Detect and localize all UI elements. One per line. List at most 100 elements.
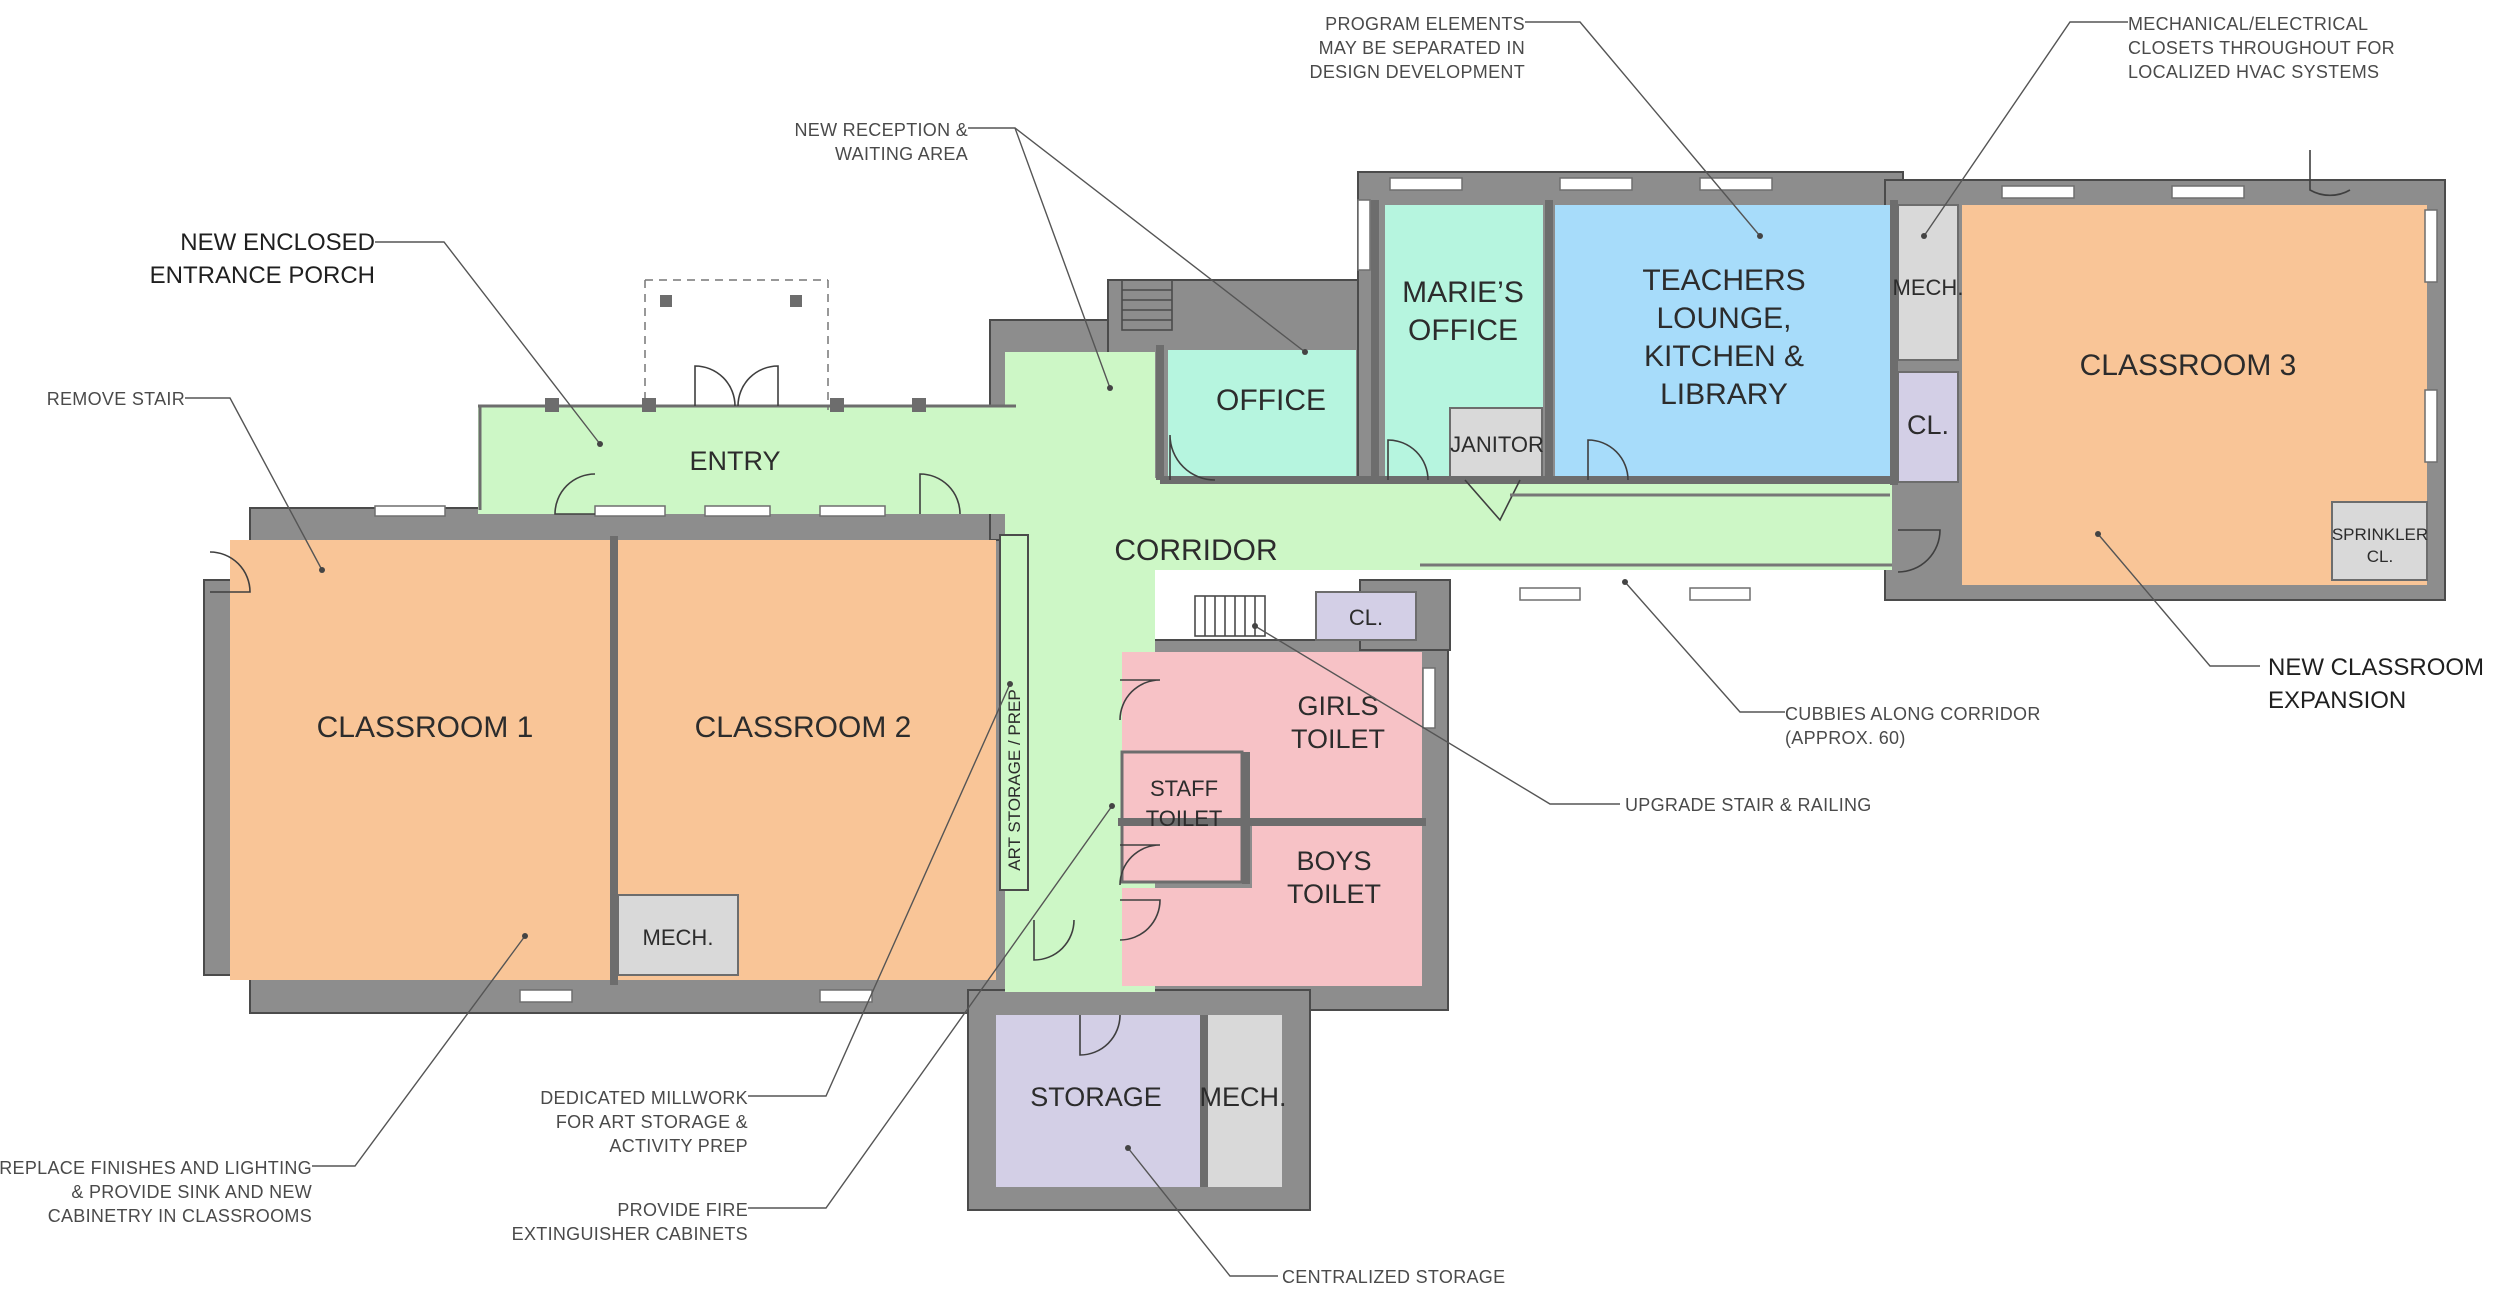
leader-finishes	[312, 935, 526, 1167]
maries-office-label-1: MARIE’S	[1402, 276, 1524, 309]
note-upgrade-stair: UPGRADE STAIR & RAILING	[1625, 795, 1872, 815]
porch-post	[790, 295, 802, 307]
window	[594, 505, 666, 517]
office-fill	[1168, 350, 1356, 480]
mech-classroom2-label: MECH.	[643, 925, 714, 950]
note-mech-2: CLOSETS THROUGHOUT FOR	[2128, 38, 2395, 58]
lounge-fill	[1555, 205, 1890, 480]
door-swing	[1119, 899, 1161, 941]
sprinkler-label-2: CL.	[2367, 547, 2393, 566]
note-finishes-3: CABINETRY IN CLASSROOMS	[48, 1206, 312, 1226]
art-storage-label: ART STORAGE / PREP	[1005, 689, 1024, 870]
annotations: PROGRAM ELEMENTS MAY BE SEPARATED IN DES…	[0, 14, 2484, 1287]
door-swing	[1169, 434, 1216, 481]
cl-top-label: CL.	[1907, 410, 1949, 440]
note-program-1: PROGRAM ELEMENTS	[1325, 14, 1525, 34]
leader-porch	[375, 241, 601, 445]
door-swing	[2309, 150, 2351, 197]
window	[2424, 209, 2438, 283]
leader-cubbies	[1624, 581, 1785, 713]
north-stair	[1121, 279, 1173, 331]
entry-fill	[478, 406, 1016, 514]
entry-label: ENTRY	[689, 446, 780, 476]
storage-label: STORAGE	[1030, 1082, 1162, 1112]
leader-expansion	[2097, 533, 2260, 667]
note-millwork-3: ACTIVITY PREP	[609, 1136, 748, 1156]
girls-toilet-label-2: TOILET	[1291, 724, 1385, 754]
interior-walls	[610, 200, 1898, 1187]
note-fire-1: PROVIDE FIRE	[617, 1200, 748, 1220]
art-storage-fill	[999, 534, 1029, 891]
windows	[374, 177, 2438, 1003]
window	[2424, 389, 2438, 463]
note-reception-2: WAITING AREA	[835, 144, 968, 164]
leader-central-storage	[1127, 1147, 1278, 1277]
janitor-label: JANITOR	[1450, 432, 1544, 457]
window	[819, 505, 886, 517]
boys-toilet-fill-2	[1122, 888, 1252, 986]
door-swing	[919, 473, 961, 515]
note-mech-3: LOCALIZED HVAC SYSTEMS	[2128, 62, 2379, 82]
boys-toilet-fill	[1252, 826, 1422, 986]
note-remove-stair: REMOVE STAIR	[47, 389, 185, 409]
door-swing	[1587, 439, 1629, 481]
lounge-label-2: LOUNGE,	[1656, 302, 1791, 335]
window	[704, 505, 771, 517]
note-finishes-1: REPLACE FINISHES AND LIGHTING	[0, 1158, 312, 1178]
note-porch-2: ENTRANCE PORCH	[150, 262, 375, 289]
cl-top-fill	[1897, 371, 1959, 483]
room-labels: CLASSROOM 1 CLASSROOM 2 CLASSROOM 3 ENTR…	[317, 264, 2429, 1112]
door-swing	[1033, 919, 1075, 961]
porch-outline	[478, 279, 1016, 510]
porch-post	[660, 295, 672, 307]
leader-upgrade-stair	[1254, 625, 1620, 805]
note-reception-1: NEW RECEPTION &	[794, 120, 968, 140]
office-label: OFFICE	[1216, 384, 1326, 417]
note-fire-2: EXTINGUISHER CABINETS	[512, 1224, 748, 1244]
door-swing	[1119, 679, 1161, 721]
leader-mech	[1923, 21, 2128, 237]
girls-toilet-label-1: GIRLS	[1297, 691, 1378, 721]
classroom1-label: CLASSROOM 1	[317, 711, 534, 744]
door-swing	[1119, 844, 1161, 886]
lounge-label-4: LIBRARY	[1660, 378, 1788, 411]
leader-reception-b	[1014, 127, 1306, 353]
note-program-3: DESIGN DEVELOPMENT	[1310, 62, 1525, 82]
leader-dots	[319, 233, 2101, 1151]
boys-toilet-label-2: TOILET	[1287, 879, 1381, 909]
lounge-label-1: TEACHERS	[1642, 264, 1805, 297]
leader-program	[1525, 21, 1761, 237]
window	[2171, 185, 2245, 199]
boys-toilet-label-1: BOYS	[1296, 846, 1371, 876]
upgrade-stair	[1194, 595, 1266, 637]
note-porch-1: NEW ENCLOSED	[180, 229, 375, 256]
classroom1-fill	[230, 540, 610, 980]
window	[1559, 177, 1633, 191]
leader-fire	[748, 805, 1113, 1209]
staff-toilet-fill	[1120, 750, 1244, 884]
stairs	[1121, 279, 1892, 637]
storage-fill	[996, 1015, 1204, 1187]
staff-toilet-label-1: STAFF	[1150, 776, 1218, 801]
leader-lines	[185, 21, 2260, 1277]
window	[1689, 587, 1751, 601]
window	[1389, 177, 1463, 191]
cl-mid-label: CL.	[1349, 605, 1383, 630]
note-millwork-2: FOR ART STORAGE &	[556, 1112, 748, 1132]
window	[1699, 177, 1773, 191]
staff-toilet-label-2: TOILET	[1146, 806, 1223, 831]
sprinkler-label-1: SPRINKLER	[2332, 525, 2428, 544]
doors	[209, 150, 2351, 1056]
sprinkler-fill	[2331, 501, 2428, 581]
note-expansion-2: EXPANSION	[2268, 687, 2406, 714]
note-central-storage: CENTRALIZED STORAGE	[1282, 1267, 1505, 1287]
lounge-label-3: KITCHEN &	[1644, 340, 1804, 373]
note-expansion-1: NEW CLASSROOM	[2268, 654, 2484, 681]
door-swing	[1079, 1014, 1121, 1056]
window	[2001, 185, 2075, 199]
mech-storage-fill	[1204, 1015, 1282, 1187]
door-swing	[1387, 439, 1429, 481]
corridor-label: CORRIDOR	[1114, 534, 1277, 567]
corridor-horizontal-fill	[1005, 478, 1892, 570]
